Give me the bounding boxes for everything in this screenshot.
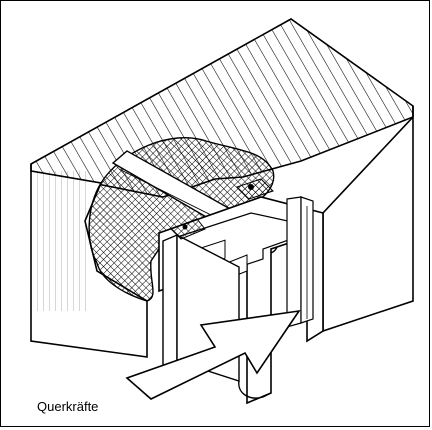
window-profile — [158, 178, 324, 405]
figure-caption: Querkräfte — [37, 399, 99, 414]
wall-front-face — [30, 164, 148, 358]
force-arrow — [125, 309, 301, 400]
